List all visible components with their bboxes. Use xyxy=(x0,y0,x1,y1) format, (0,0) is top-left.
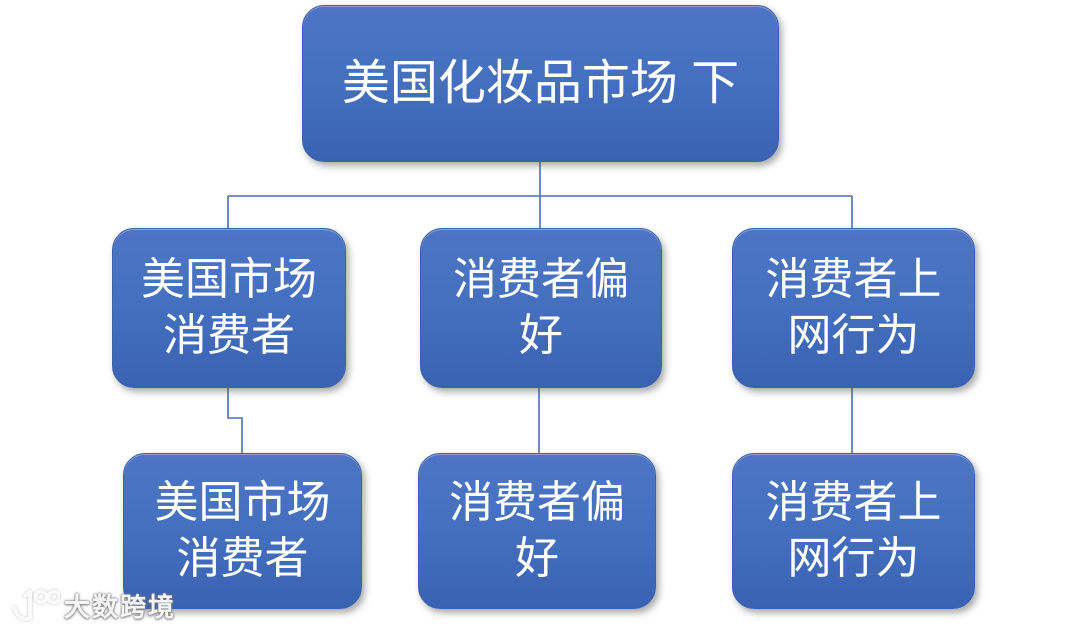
node-level2-consumer-preferences: 消费者偏 好 xyxy=(420,228,662,388)
watermark-text: 大数跨境 xyxy=(64,591,177,622)
node-level2-us-market-consumers: 美国市场 消费者 xyxy=(112,228,346,388)
node-label: 消费者上 网行为 xyxy=(765,254,942,360)
connector-mid-left-to-leaf xyxy=(227,388,243,453)
watermark: 大数跨境 xyxy=(12,585,176,625)
node-level2-consumer-online-behavior: 消费者上 网行为 xyxy=(732,228,975,388)
node-root-label: 美国化妆品市场 下 xyxy=(341,56,740,110)
node-level3-consumer-online-behavior: 消费者上 网行为 xyxy=(732,453,975,609)
node-label: 美国市场 消费者 xyxy=(141,254,317,360)
node-level3-us-market-consumers: 美国市场 消费者 xyxy=(123,453,362,609)
node-label: 消费者偏 好 xyxy=(453,254,629,360)
node-label: 美国市场 消费者 xyxy=(154,477,331,583)
node-label: 消费者上 网行为 xyxy=(765,477,942,583)
node-root: 美国化妆品市场 下 xyxy=(302,5,779,162)
node-label: 消费者偏 好 xyxy=(449,477,625,583)
watermark-10100-logo-icon xyxy=(13,589,60,621)
node-level3-consumer-preferences: 消费者偏 好 xyxy=(418,453,656,609)
